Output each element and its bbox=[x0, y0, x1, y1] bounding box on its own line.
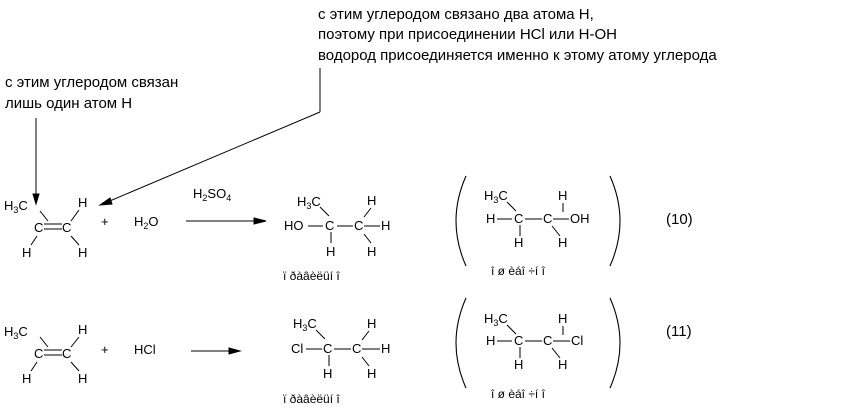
plus-11: + bbox=[101, 342, 109, 357]
hydrogen: H bbox=[367, 244, 376, 259]
hydrogen: H bbox=[326, 244, 335, 259]
methyl-group: H3C bbox=[484, 188, 508, 205]
hydrogen: H bbox=[367, 193, 376, 208]
alternative-11: H3C H H C C Cl H H bbox=[484, 311, 583, 372]
bracket-left-10 bbox=[455, 175, 467, 267]
carbon-left: C bbox=[34, 220, 43, 235]
hydrogen-bottom-right: H bbox=[78, 245, 87, 260]
carbon-2: C bbox=[543, 211, 552, 226]
chlorine: Cl bbox=[291, 341, 303, 356]
methyl-group: H3C bbox=[293, 316, 317, 333]
carbon-2: C bbox=[354, 218, 363, 233]
carbon-1: C bbox=[514, 211, 523, 226]
product-11: H3C Cl C C H H H H bbox=[291, 316, 390, 381]
bracket-right-11 bbox=[609, 297, 621, 389]
product-10: H3C HO C C H H H H bbox=[284, 193, 390, 259]
hydrogen-bottom-left: H bbox=[22, 245, 31, 260]
caption-11-alt: î ø èáî ÷í î bbox=[490, 387, 546, 401]
annotation-right-line-1: с этим углеродом связано два атома Н, bbox=[318, 6, 594, 23]
hydrogen: H bbox=[381, 218, 390, 233]
methyl-group: H3C bbox=[297, 194, 321, 211]
carbon-1: C bbox=[323, 341, 332, 356]
methyl-group: H3C bbox=[484, 311, 508, 328]
carbon-2: C bbox=[352, 341, 361, 356]
caption-10-alt: î ø èáî ÷í î bbox=[490, 264, 546, 278]
annotation-right-line-2: поэтому при присоединении HCl или Н-ОН bbox=[318, 26, 617, 43]
hydroxyl: HO bbox=[284, 218, 304, 233]
carbon-2: C bbox=[543, 333, 552, 348]
equation-number-11: (11) bbox=[666, 323, 692, 340]
propene-10: H3C C C H H H bbox=[4, 195, 87, 260]
hydrogen: H bbox=[367, 366, 376, 381]
hydroxyl: OH bbox=[570, 211, 590, 226]
carbon-1: C bbox=[514, 333, 523, 348]
hydrogen-bottom-left: H bbox=[22, 371, 31, 386]
carbon-right: C bbox=[62, 346, 71, 361]
caption-10-main: ï ðàâèëüí î bbox=[283, 269, 340, 283]
hydrogen-top-right: H bbox=[78, 322, 87, 337]
hydrogen: H bbox=[381, 341, 390, 356]
hydrogen: H bbox=[486, 211, 495, 226]
hydrogen: H bbox=[514, 235, 523, 250]
caption-11-main: ï ðàâèëüí î bbox=[283, 392, 340, 406]
hydrogen: H bbox=[323, 366, 332, 381]
pointer-left-arrowhead bbox=[32, 193, 40, 206]
chlorine: Cl bbox=[571, 333, 583, 348]
alternative-10: H3C H H C C OH H H bbox=[484, 188, 590, 250]
hydrogen: H bbox=[558, 311, 567, 326]
hydrogen: H bbox=[367, 316, 376, 331]
propene-11: H3C C C H H H bbox=[4, 322, 87, 386]
plus-10: + bbox=[101, 214, 109, 229]
pointer-right-arrowhead bbox=[98, 197, 113, 206]
methyl-group: H3C bbox=[4, 198, 28, 215]
annotation-right-line-3: водород присоединяется именно к этому ат… bbox=[318, 47, 717, 64]
hydrogen: H bbox=[514, 357, 523, 372]
equation-number-10: (10) bbox=[666, 211, 693, 228]
carbon-1: C bbox=[325, 218, 334, 233]
hydrogen: H bbox=[558, 188, 567, 203]
hydrogen: H bbox=[558, 235, 567, 250]
water: H2O bbox=[134, 214, 159, 231]
hydrogen: H bbox=[486, 333, 495, 348]
bracket-right-10 bbox=[609, 175, 621, 267]
hydrogen-top-right: H bbox=[78, 195, 87, 210]
pointer-right-diagonal bbox=[104, 111, 321, 204]
hydrogen-bottom-right: H bbox=[78, 371, 87, 386]
hydrogen-chloride: HCl bbox=[134, 342, 156, 357]
methyl-group: H3C bbox=[4, 324, 28, 341]
bracket-left-11 bbox=[455, 297, 467, 389]
catalyst: H2SO4 bbox=[193, 186, 231, 203]
carbon-right: C bbox=[62, 220, 71, 235]
hydrogen: H bbox=[558, 357, 567, 372]
carbon-left: C bbox=[34, 346, 43, 361]
annotation-left-line-1: с этим углеродом связан bbox=[5, 74, 178, 91]
annotation-left-line-2: лишь один атом Н bbox=[5, 95, 132, 112]
